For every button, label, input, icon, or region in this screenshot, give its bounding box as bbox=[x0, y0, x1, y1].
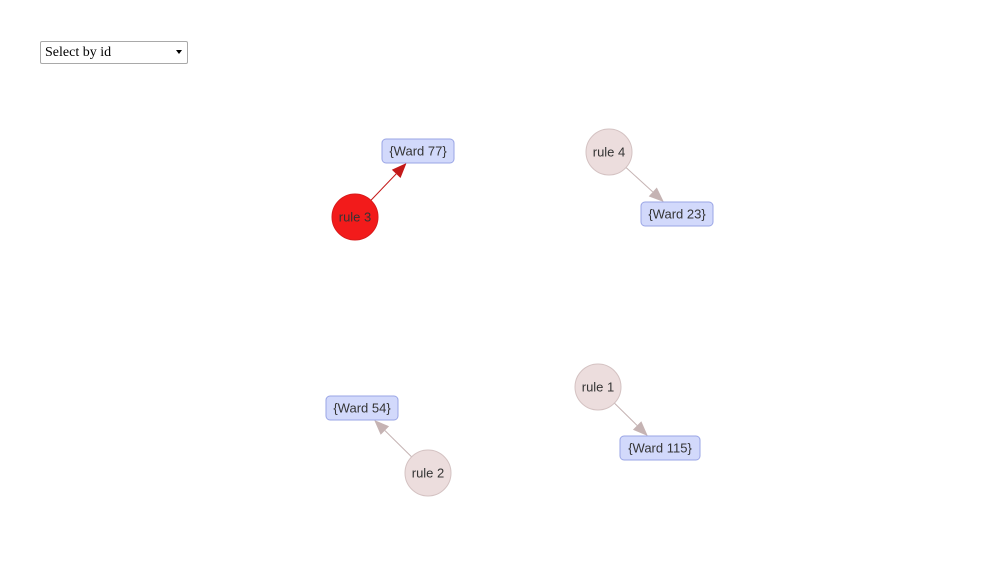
rule-node-circle bbox=[331, 193, 379, 241]
select-by-id-label: Select by id bbox=[45, 45, 112, 60]
node-label: rule 3 bbox=[339, 210, 372, 225]
node-label: {Ward 23} bbox=[648, 207, 706, 222]
item-node-box bbox=[640, 201, 714, 227]
edge-rule1-to-ward115[interactable] bbox=[614, 402, 648, 436]
chevron-down-icon bbox=[176, 50, 182, 54]
select-by-id-dropdown[interactable]: Select by id bbox=[40, 41, 188, 64]
edge-line bbox=[614, 402, 638, 426]
arrowhead-icon bbox=[374, 420, 390, 435]
arrowhead-icon bbox=[648, 187, 664, 202]
edge-rule2-to-ward54[interactable] bbox=[374, 420, 412, 458]
rule-node-circle bbox=[574, 363, 622, 411]
arrowhead-icon bbox=[632, 421, 648, 436]
node-label: {Ward 115} bbox=[628, 441, 692, 456]
node-label: {Ward 77} bbox=[389, 144, 447, 159]
node-label: rule 4 bbox=[593, 145, 626, 160]
item-node-box bbox=[325, 395, 399, 421]
arrowhead-icon bbox=[391, 163, 407, 178]
node-rule2[interactable]: rule 2 bbox=[404, 449, 452, 497]
item-node-box bbox=[619, 435, 701, 461]
node-label: rule 2 bbox=[412, 466, 445, 481]
node-rule4[interactable]: rule 4 bbox=[585, 128, 633, 176]
nodes: rule 3 {Ward 77} rule 4 {Ward 23} rule 1 {War… bbox=[325, 128, 714, 497]
node-label: {Ward 54} bbox=[333, 401, 391, 416]
node-ward115[interactable]: {Ward 115} bbox=[619, 435, 701, 461]
edge-line bbox=[370, 173, 397, 201]
edge-rule3-to-ward77[interactable] bbox=[370, 163, 407, 201]
node-ward77[interactable]: {Ward 77} bbox=[381, 138, 455, 164]
rule-node-circle bbox=[585, 128, 633, 176]
edge-line bbox=[384, 430, 412, 458]
node-rule1[interactable]: rule 1 bbox=[574, 363, 622, 411]
rule-node-circle bbox=[404, 449, 452, 497]
node-rule3[interactable]: rule 3 bbox=[331, 193, 379, 241]
node-ward23[interactable]: {Ward 23} bbox=[640, 201, 714, 227]
edge-rule4-to-ward23[interactable] bbox=[625, 167, 664, 202]
edge-line bbox=[625, 167, 654, 193]
node-ward54[interactable]: {Ward 54} bbox=[325, 395, 399, 421]
item-node-box bbox=[381, 138, 455, 164]
edges bbox=[370, 163, 664, 458]
node-label: rule 1 bbox=[582, 380, 615, 395]
